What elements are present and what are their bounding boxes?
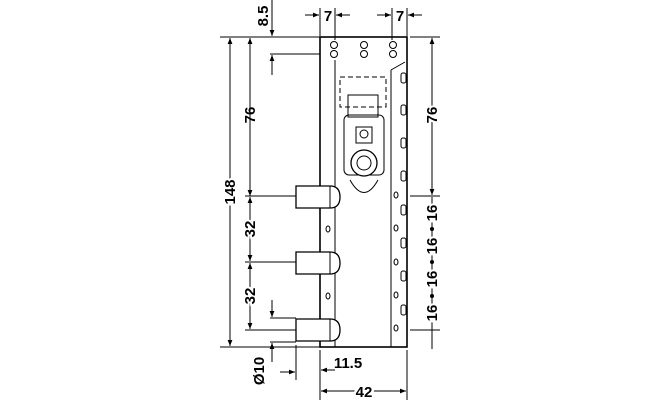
dim-pin-diameter: Ø10 bbox=[251, 357, 268, 385]
dim-width: 42 bbox=[356, 384, 373, 400]
dowel-pins bbox=[295, 185, 341, 342]
dim-total-height: 148 bbox=[222, 179, 239, 204]
dim-slot-pitch-3: 16 bbox=[424, 271, 441, 288]
dim-hole-right: 7 bbox=[396, 8, 404, 25]
fitting-body bbox=[319, 36, 408, 348]
dim-pin-offset: 11.5 bbox=[334, 355, 362, 372]
dim-right-height: 76 bbox=[424, 107, 441, 124]
dim-left-height: 76 bbox=[242, 107, 259, 124]
dimension-lines bbox=[220, 0, 440, 400]
side-slots bbox=[325, 72, 407, 332]
dim-pin-spacing-2: 32 bbox=[242, 288, 259, 305]
dim-pin-spacing-1: 32 bbox=[242, 221, 259, 238]
dim-slot-pitch-1: 16 bbox=[424, 205, 441, 222]
dim-top-offset: 8.5 bbox=[255, 6, 272, 27]
dim-slot-pitch-2: 16 bbox=[424, 238, 441, 255]
dim-hole-left: 7 bbox=[324, 8, 332, 25]
dim-slot-pitch-4: 16 bbox=[424, 305, 441, 322]
